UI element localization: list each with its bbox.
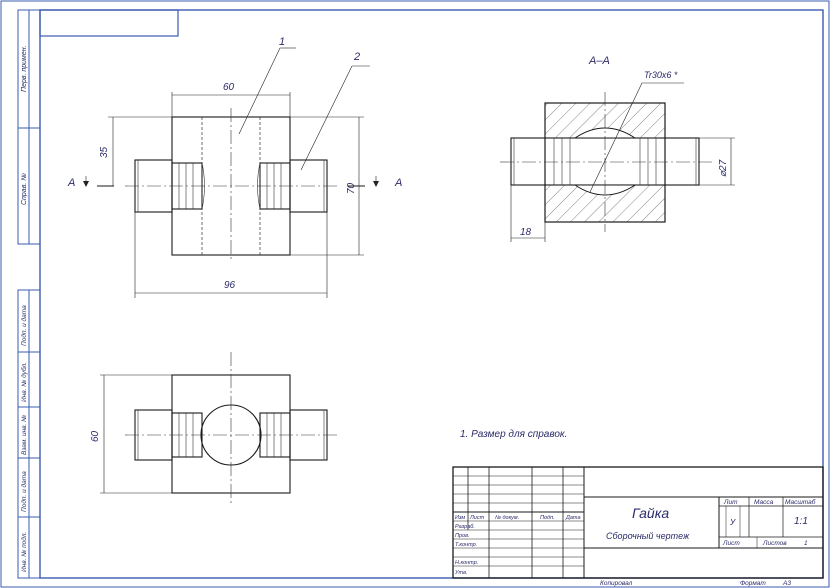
format-label: Формат (740, 580, 766, 587)
sheet-label: Лист (722, 540, 740, 547)
role-approved: Утв. (454, 570, 468, 576)
leader-1: 1 (279, 36, 285, 48)
title-block-text: Гайка Сборочный чертеж Лит Масса Масштаб… (454, 498, 816, 587)
technical-note: 1. Размер для справок. (460, 429, 567, 440)
dim-height-35: 35 (99, 146, 110, 158)
dim-section-18: 18 (520, 227, 532, 238)
side-label-0: Перв. примен. (21, 45, 28, 92)
side-strip: Перв. примен. Справ. № Подп. и дата Инв.… (17, 9, 41, 579)
scale-value: 1:1 (794, 516, 808, 527)
role-checker: Пров. (455, 533, 470, 539)
front-view: A A 1 2 60 96 35 70 (67, 36, 402, 298)
role-tech-control: Т.контр. (455, 542, 477, 548)
title-block (452, 466, 824, 579)
doc-subtitle: Сборочный чертеж (606, 531, 690, 541)
col-mass: Масса (754, 499, 774, 506)
top-left-box (39, 9, 179, 37)
sheets-label: Листов (762, 540, 787, 547)
section-label: A–A (588, 55, 610, 67)
plan-view: 60 (90, 352, 340, 505)
side-label-1: Справ. № (21, 173, 28, 205)
side-label-6: Инв. № подл. (20, 531, 28, 572)
col-scale: Масштаб (785, 498, 816, 506)
leader-2: 2 (353, 51, 360, 63)
side-label-4: Взам. инв. № (21, 415, 28, 455)
dim-diameter: ⌀27 (718, 159, 729, 177)
dim-top-width: 60 (223, 82, 235, 93)
dim-overall-width: 96 (224, 280, 236, 291)
role-developer: Разраб. (455, 524, 475, 530)
cut-mark-left: A (67, 177, 75, 189)
side-label-5: Подп. и дата (20, 471, 28, 512)
side-label-3: Инв. № дубл. (20, 362, 28, 402)
sheets-value: 1 (804, 540, 808, 547)
cut-mark-right: A (394, 177, 402, 189)
doc-title: Гайка (632, 505, 669, 521)
dim-height-70: 70 (346, 182, 357, 194)
row-header-list: Лист (469, 515, 485, 521)
copied-label: Копировал (600, 580, 633, 587)
role-norm-control: Н.контр. (455, 560, 478, 566)
row-header-date: Дата (565, 515, 581, 521)
lit-value: У (729, 518, 736, 527)
row-header-sign: Подп. (540, 515, 555, 521)
section-view: A–A Tr30x6 * 18 ⌀27 (500, 55, 735, 242)
side-label-2: Подп. и дата (20, 305, 28, 346)
col-lit: Лит (723, 499, 738, 506)
dim-plan-60: 60 (90, 430, 101, 442)
format-value: А3 (782, 580, 791, 587)
row-header-doc: № докум. (495, 515, 519, 521)
row-header-izm: Изм (455, 515, 465, 521)
dim-thread: Tr30x6 * (644, 70, 678, 80)
